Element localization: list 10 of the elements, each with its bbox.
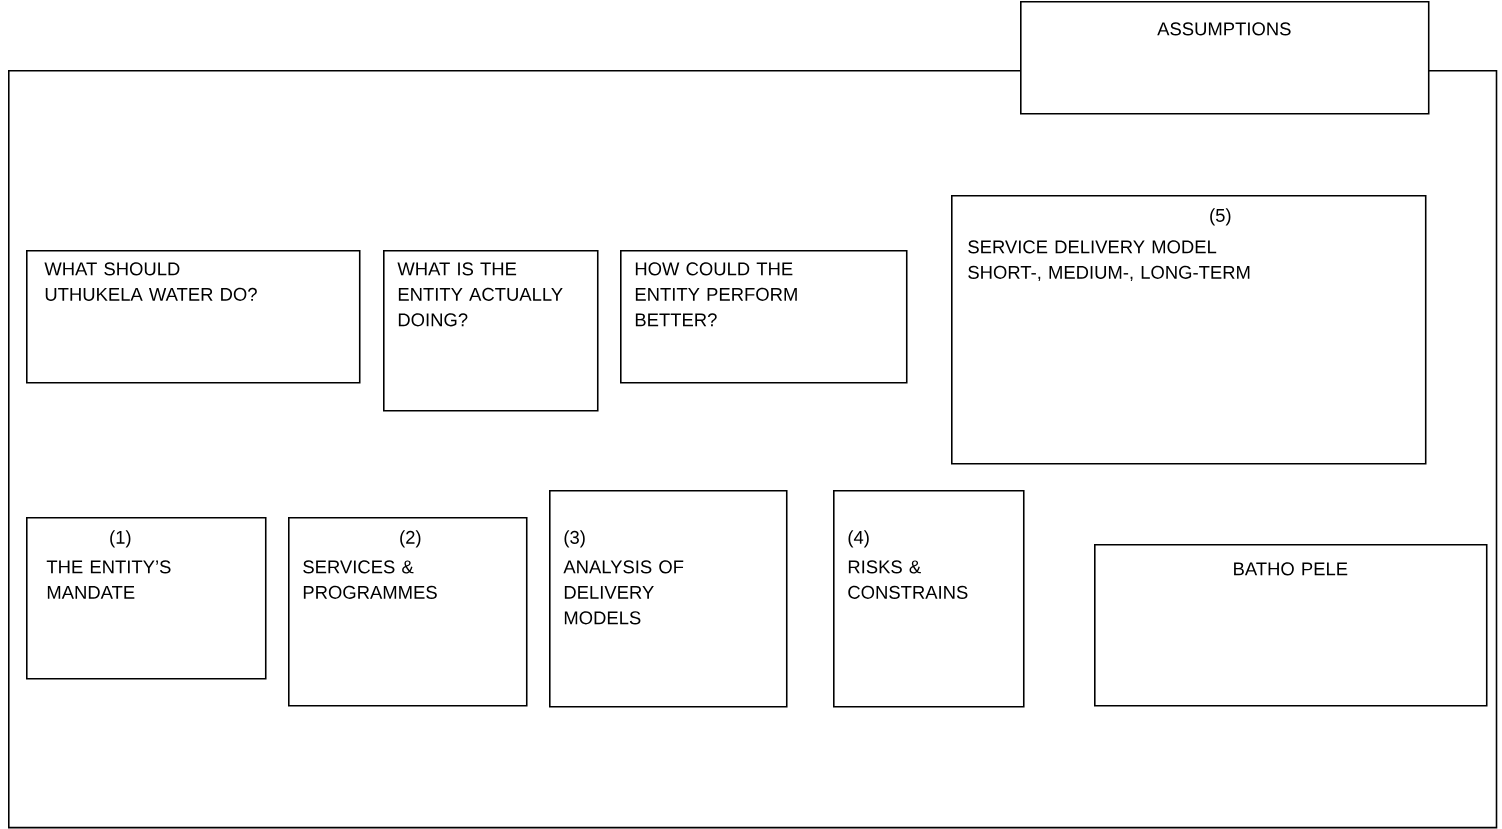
text-box: ASSUMPTIONS	[1020, 1, 1430, 115]
text-box: BATHO PELE	[1094, 544, 1488, 707]
text-box: WHAT IS THE ENTITY ACTUALLY DOING?	[383, 250, 599, 412]
text-box: (2) SERVICES & PROGRAMMES	[288, 517, 528, 707]
text-box: HOW COULD THE ENTITY PERFORM BETTER?	[620, 250, 908, 384]
text-box: WHAT SHOULD UTHUKELA WATER DO?	[26, 250, 361, 384]
text-box: (1) THE ENTITY’S MANDATE	[26, 517, 267, 680]
text-box: (4) RISKS & CONSTRAINS	[833, 490, 1025, 708]
text-box: (5) SERVICE DELIVERY MODEL SHORT-, MEDIUM-, LONG-TERM	[951, 195, 1427, 465]
text-box: (3) ANALYSIS OF DELIVERY MODELS	[549, 490, 788, 708]
